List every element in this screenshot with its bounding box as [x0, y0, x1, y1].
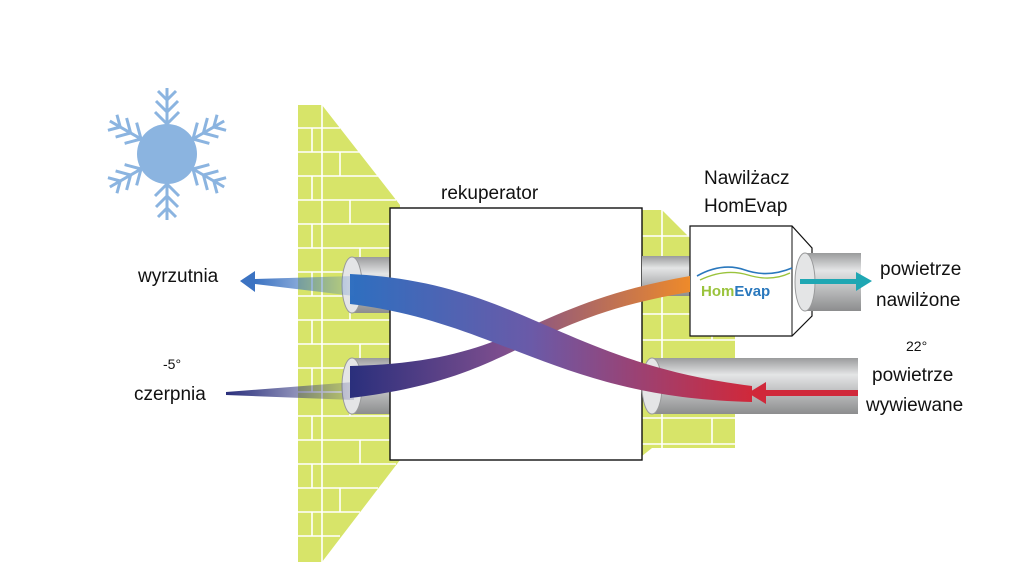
extract-airflow [350, 274, 752, 402]
humidifier-label-line1: Nawilżacz [704, 168, 790, 189]
humidifier-label-line2: HomEvap [704, 196, 787, 217]
homevap-logo: HomEvap [696, 266, 793, 300]
exhaust-label: wyrzutnia [137, 266, 219, 287]
svg-text:HomEvap: HomEvap [701, 283, 770, 300]
extract-label-line2: wywiewane [865, 395, 963, 416]
humidified-arrow-icon [800, 272, 872, 291]
brick-wall [298, 105, 400, 562]
outside-temp-label: -5° [163, 356, 181, 372]
humidified-label-line2: nawilżone [876, 290, 961, 311]
snowflake-icon [102, 86, 232, 222]
recuperator-label: rekuperator [441, 183, 539, 204]
inside-temp-label: 22° [906, 338, 927, 354]
extract-label-line1: powietrze [872, 365, 953, 386]
exhaust-arrow-icon [240, 271, 354, 296]
intake-label: czerpnia [134, 384, 206, 405]
humidifier-box [689, 225, 813, 337]
extract-arrow-icon [748, 382, 858, 404]
intake-line-icon [226, 382, 354, 400]
humidified-label-line1: powietrze [880, 259, 961, 280]
